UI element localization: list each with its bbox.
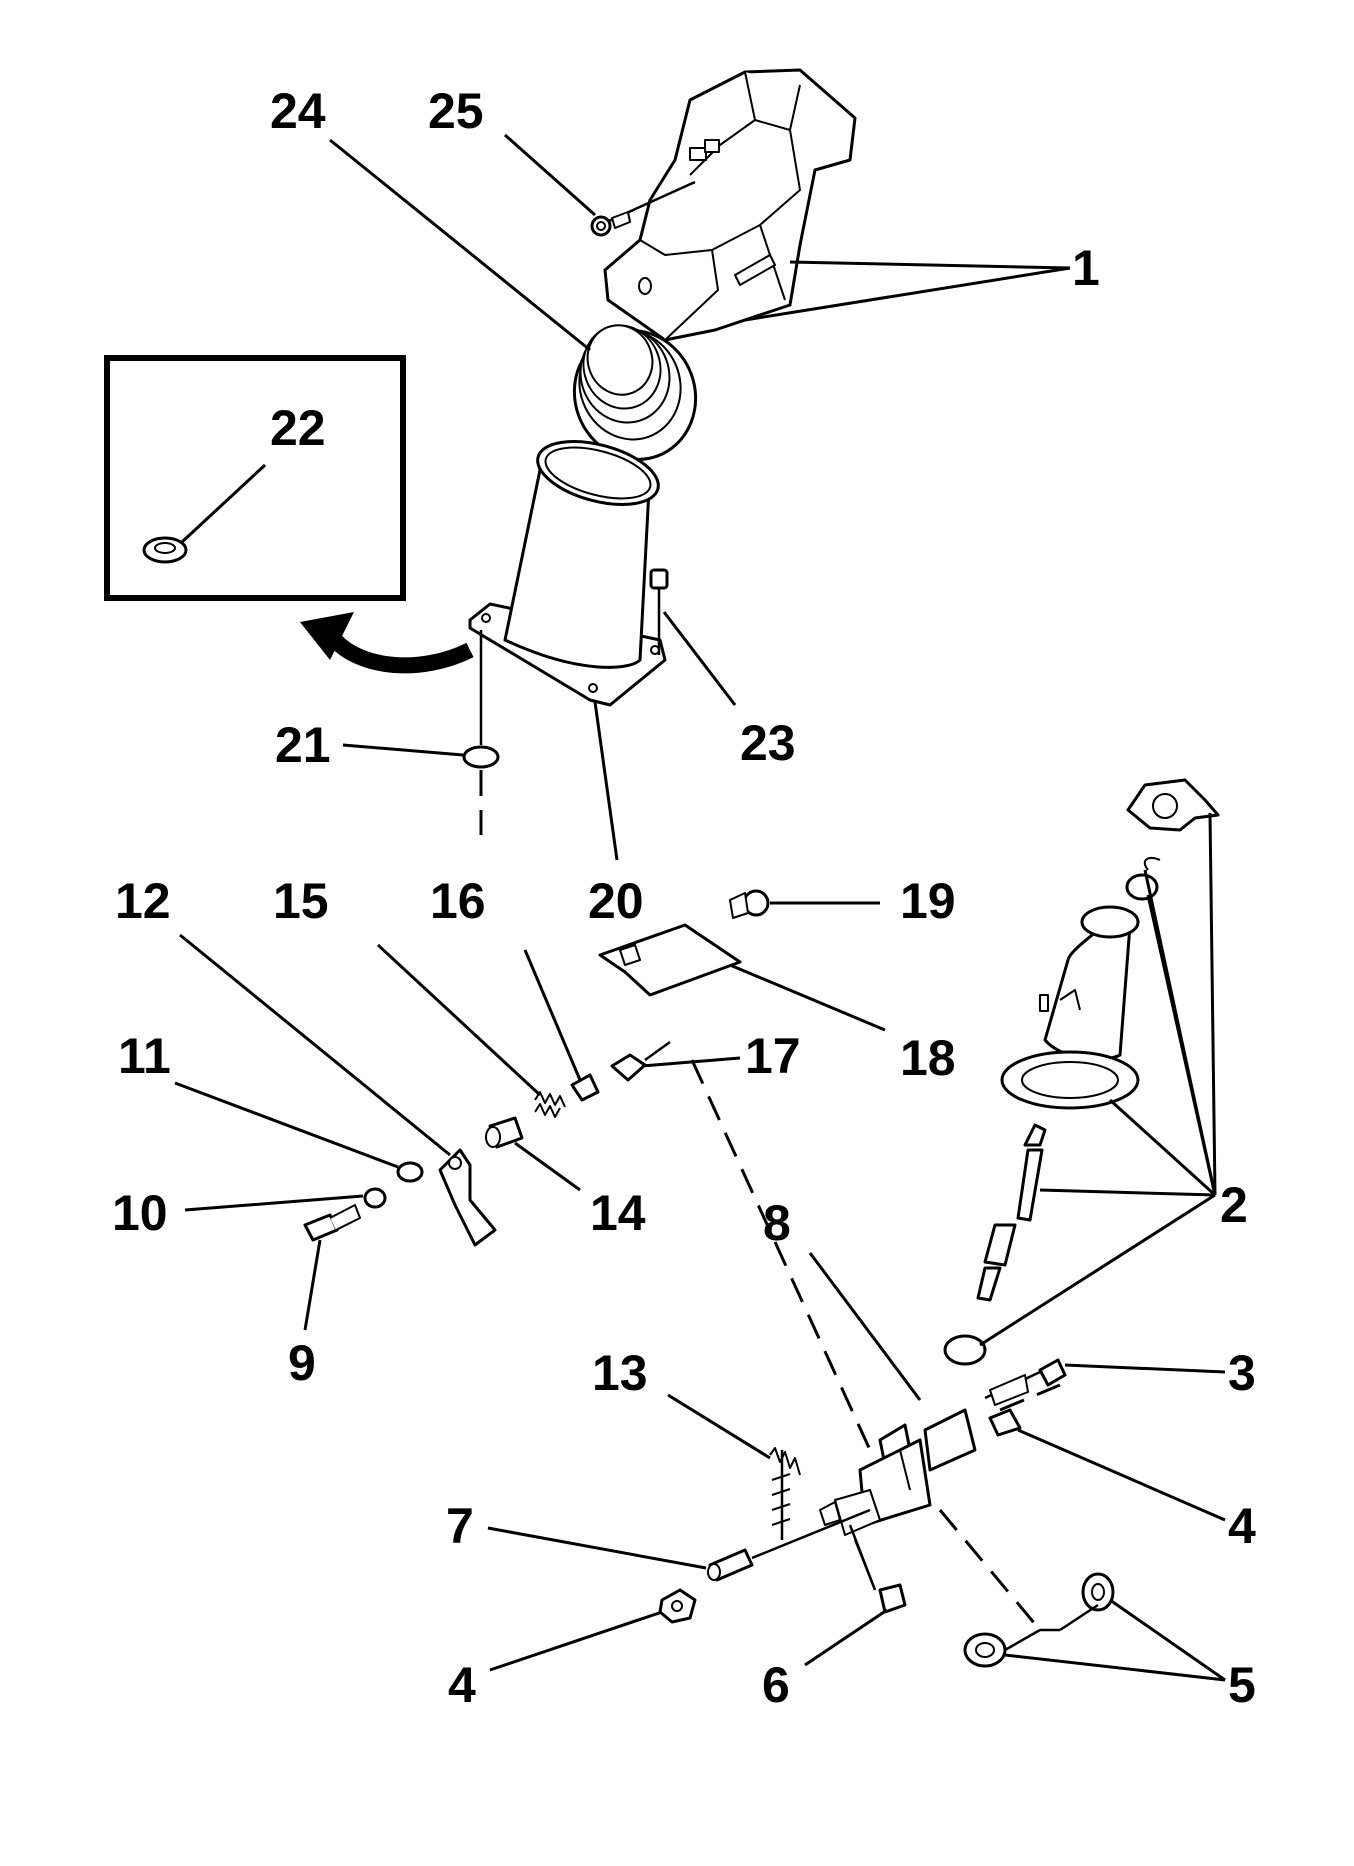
- callout-16: 16: [430, 873, 486, 929]
- detail-inset: [104, 355, 406, 601]
- clip-16: [570, 1073, 600, 1102]
- callout-18: 18: [900, 1030, 956, 1086]
- spring-13: [769, 1447, 801, 1540]
- callout-24: 24: [270, 83, 326, 139]
- callout-4-lower: 4: [448, 1657, 476, 1713]
- tapered-boot-housing: [468, 440, 667, 707]
- upper-housing-part: [603, 68, 857, 342]
- callout-13: 13: [592, 1345, 648, 1401]
- callout-14: 14: [590, 1185, 646, 1241]
- cover-plate-18: [598, 923, 742, 997]
- nut-21: [462, 630, 500, 835]
- callout-15: 15: [273, 873, 329, 929]
- nut-4-lower: [658, 1588, 697, 1624]
- spring-15: [534, 1091, 566, 1118]
- pin-7: [707, 1508, 871, 1582]
- callout-2: 2: [1220, 1177, 1248, 1233]
- callout-5: 5: [1228, 1657, 1256, 1713]
- screw-25: [590, 180, 696, 237]
- callout-7: 7: [446, 1498, 474, 1554]
- callout-25: 25: [428, 83, 484, 139]
- callout-labels: 1 2 3 4 4 5 6 7 8 9 10 11 12 13 14 15 16…: [112, 83, 1256, 1713]
- washer-11: [396, 1161, 424, 1183]
- linkage-bracket-8: [819, 1408, 977, 1536]
- bracket-12: [438, 1148, 497, 1247]
- callout-4-upper: 4: [1228, 1498, 1256, 1554]
- bushing-14: [485, 1116, 524, 1149]
- callout-11: 11: [118, 1028, 171, 1084]
- callout-9: 9: [288, 1335, 316, 1391]
- callout-1: 1: [1072, 240, 1100, 296]
- bolt-9: [303, 1204, 361, 1242]
- callout-20: 20: [588, 873, 644, 929]
- bolt-23: [649, 568, 669, 655]
- callout-23: 23: [740, 715, 796, 771]
- leader-lines: [174, 133, 1226, 1682]
- callout-21: 21: [275, 717, 331, 773]
- callout-10: 10: [112, 1185, 168, 1241]
- retainer-17: [610, 1040, 671, 1082]
- nut-4-upper: [988, 1408, 1022, 1437]
- bolt-6: [848, 1524, 907, 1614]
- bolt-3: [984, 1358, 1067, 1412]
- callout-17: 17: [745, 1028, 801, 1084]
- callout-22: 22: [270, 400, 326, 456]
- clip-19: [729, 889, 770, 919]
- centre-lines: [690, 1059, 1099, 1652]
- callout-6: 6: [762, 1657, 790, 1713]
- shifter-assembly-2: [943, 778, 1220, 1366]
- bellows-boot: [572, 324, 698, 461]
- callout-8: 8: [763, 1195, 791, 1251]
- callout-12: 12: [115, 873, 171, 929]
- washer-10: [363, 1187, 387, 1209]
- callout-19: 19: [900, 873, 956, 929]
- detail-arrow: [300, 612, 474, 674]
- bushings-5: [963, 1572, 1115, 1668]
- callout-3: 3: [1228, 1345, 1256, 1401]
